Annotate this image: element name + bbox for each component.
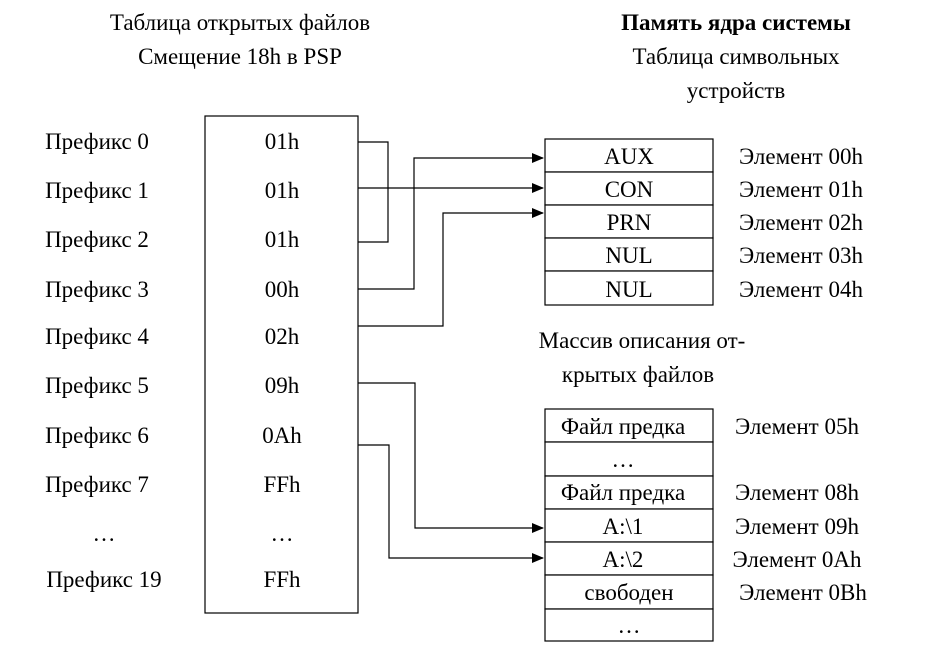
right-header-line3: устройств <box>687 78 786 103</box>
left-header-subtitle: Смещение 18h в PSP <box>138 44 342 69</box>
device-element-label: Элемент 02h <box>739 210 863 235</box>
prefix-ellipsis-value: … <box>271 521 294 546</box>
device-element-label: Элемент 01h <box>739 177 863 202</box>
device-name: NUL <box>605 243 652 268</box>
device-cell <box>544 138 714 173</box>
file-array-header-line2: крытых файлов <box>562 362 714 387</box>
file-array-header-line1: Массив описания от- <box>539 328 746 353</box>
left-header-title: Таблица открытых файлов <box>110 10 370 35</box>
file-ellipsis: … <box>612 447 635 472</box>
prefix-value: 00h <box>265 277 300 302</box>
file-cell <box>544 475 714 510</box>
arrow-prefix6-to-file2 <box>358 444 544 563</box>
prefix-label: Префикс 19 <box>46 567 161 592</box>
prefix-value: FFh <box>263 567 301 592</box>
file-name: Файл предка <box>561 480 685 505</box>
arrow-prefix3-to-aux <box>358 153 544 290</box>
right-header-title: Память ядра системы <box>621 10 851 35</box>
prefix-rows: Префикс 0 01h Префикс 1 01h Префикс 2 01… <box>45 129 302 592</box>
device-cell <box>544 237 714 272</box>
arrow-prefix4-to-prn <box>358 208 544 327</box>
prefix-label: Префикс 7 <box>45 472 149 497</box>
file-ellipsis: … <box>618 613 641 638</box>
prefix-label: Префикс 2 <box>45 227 149 252</box>
prefix-label: Префикс 1 <box>45 178 149 203</box>
device-name: AUX <box>604 144 654 169</box>
file-cell <box>544 541 714 576</box>
file-element-label: Элемент 05h <box>735 414 859 439</box>
device-name: PRN <box>607 210 652 235</box>
right-header-line2: Таблица символьных <box>632 44 840 69</box>
prefix-label: Префикс 6 <box>45 423 149 448</box>
file-name: A:\1 <box>603 514 644 539</box>
file-element-label: Элемент 0Bh <box>739 580 867 605</box>
prefix-value: FFh <box>263 472 301 497</box>
file-name: Файл предка <box>561 414 685 439</box>
file-element-label: Элемент 09h <box>735 514 859 539</box>
prefix-value: 01h <box>265 227 300 252</box>
connectors <box>358 141 544 563</box>
arrow-prefix5-to-file1 <box>358 382 544 533</box>
file-table: Файл предка … Файл предка A:\1 A:\2 своб… <box>544 408 867 642</box>
device-cell <box>544 270 714 306</box>
file-cell <box>544 608 714 642</box>
file-name: A:\2 <box>603 547 644 572</box>
file-element-label: Элемент 0Ah <box>732 547 862 572</box>
prefix-value: 01h <box>265 178 300 203</box>
device-name: CON <box>605 177 654 202</box>
device-element-label: Элемент 00h <box>739 144 863 169</box>
prefix-label: Префикс 4 <box>45 324 149 349</box>
prefix-label: Префикс 5 <box>45 373 149 398</box>
device-element-label: Элемент 04h <box>739 277 863 302</box>
file-name: свободен <box>584 580 673 605</box>
device-element-label: Элемент 03h <box>739 243 863 268</box>
prefix-value: 01h <box>265 129 300 154</box>
prefix-ellipsis-label: … <box>93 521 116 546</box>
device-table: AUX CON PRN NUL NUL Элемент 00h Элемент … <box>544 138 863 306</box>
prefix-label: Префикс 3 <box>45 277 149 302</box>
prefix-value: 0Ah <box>262 423 302 448</box>
bracket-prefix0-prefix2 <box>358 141 389 243</box>
device-name: NUL <box>605 277 652 302</box>
prefix-value: 09h <box>265 373 300 398</box>
prefix-value: 02h <box>265 324 300 349</box>
prefix-label: Префикс 0 <box>45 129 149 154</box>
file-element-label: Элемент 08h <box>735 480 859 505</box>
prefix-table-box <box>204 115 359 614</box>
file-cell <box>544 574 714 610</box>
